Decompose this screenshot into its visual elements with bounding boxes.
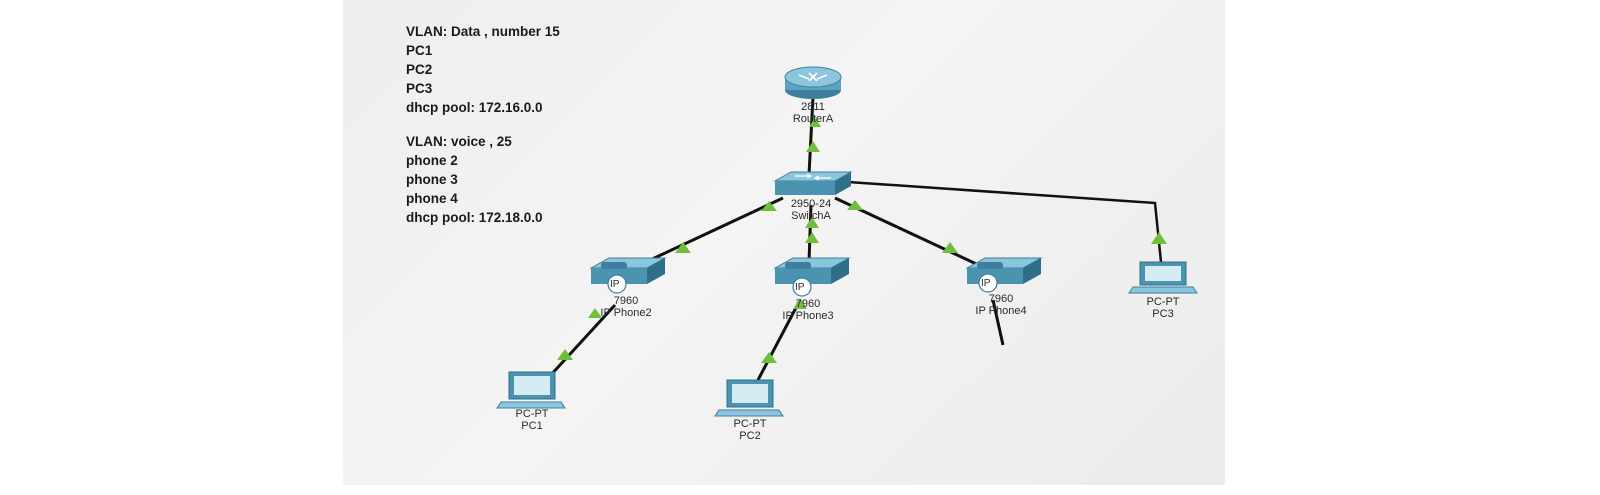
link-up-icon: [761, 201, 777, 211]
ip-phone-icon[interactable]: [589, 257, 667, 294]
link-switch-pc3[interactable]: [847, 180, 1163, 263]
pc3-name: PC3: [1152, 308, 1174, 320]
link-up-icon: [1151, 232, 1167, 244]
pc-icon[interactable]: [1128, 261, 1198, 294]
link-up-icon: [588, 308, 602, 318]
pc2-name: PC2: [739, 430, 761, 442]
router-model: 2811: [801, 101, 825, 113]
pc1-name: PC1: [521, 420, 543, 432]
link-up-icon: [793, 298, 807, 309]
voice-vlan-title: VLAN: voice , 25: [406, 134, 512, 149]
router-icon[interactable]: [784, 66, 842, 99]
phone2-name: IP Phone2: [600, 307, 652, 319]
link-up-icon: [942, 242, 958, 253]
link-up-icon: [847, 200, 863, 210]
phone4-label: 7960 IP Phone4: [961, 293, 1041, 317]
link-up-icon: [809, 117, 821, 127]
link-status-indicators: [557, 117, 1167, 363]
data-vlan-member: PC3: [406, 81, 433, 96]
router-label: 2811 RouterA: [783, 101, 843, 125]
voice-vlan-dhcp: dhcp pool: 172.18.0.0: [406, 210, 543, 225]
switch-name: SwitchA: [791, 210, 831, 222]
voice-vlan-member: phone 4: [406, 191, 458, 206]
data-vlan-member: PC1: [406, 43, 433, 58]
pc3-model: PC-PT: [1146, 296, 1180, 308]
data-vlan-title: VLAN: Data , number 15: [406, 24, 560, 39]
pc1-label: PC-PT PC1: [502, 408, 562, 432]
link-phone4-stub[interactable]: [991, 299, 1005, 346]
phone4-name: IP Phone4: [975, 305, 1027, 317]
phone3-model: 7960: [795, 298, 821, 310]
ip-badge: IP: [795, 282, 805, 293]
pc2-label: PC-PT PC2: [720, 418, 780, 442]
ip-phone-icon[interactable]: [773, 257, 851, 297]
link-up-icon: [761, 352, 777, 363]
voice-vlan-member: phone 3: [406, 172, 458, 187]
link-up-icon: [557, 349, 573, 360]
topology-workspace[interactable]: VLAN: Data , number 15 PC1 PC2 PC3 dhcp …: [343, 0, 1225, 485]
vlan-notes: VLAN: Data , number 15 PC1 PC2 PC3 dhcp …: [406, 22, 560, 227]
pc1-model: PC-PT: [515, 408, 549, 420]
router-name: RouterA: [792, 113, 834, 125]
ip-phone-icon[interactable]: [965, 257, 1043, 293]
link-router-switch[interactable]: [807, 96, 815, 176]
phone4-model: 7960: [988, 293, 1014, 305]
link-switch-phone2[interactable]: [632, 196, 784, 270]
pc3-label: PC-PT PC3: [1133, 296, 1193, 320]
pc-icon[interactable]: [496, 371, 566, 409]
ip-badge: IP: [610, 279, 620, 290]
links: [547, 96, 1163, 381]
phone2-label: 7960 IP Phone2: [591, 295, 661, 319]
network-diagram: [496, 66, 1198, 417]
link-up-icon: [805, 217, 819, 228]
data-vlan-dhcp: dhcp pool: 172.16.0.0: [406, 100, 543, 115]
link-switch-phone3[interactable]: [807, 204, 813, 263]
phone2-model: 7960: [613, 295, 639, 307]
ip-badge: IP: [981, 278, 991, 289]
switch-icon[interactable]: [773, 171, 853, 195]
switch-model: 2950-24: [790, 198, 832, 210]
link-up-icon: [806, 141, 820, 152]
link-phone3-pc2[interactable]: [756, 301, 801, 381]
voice-vlan-member: phone 2: [406, 153, 458, 168]
phone3-name: IP Phone3: [782, 310, 834, 322]
link-up-icon: [675, 242, 691, 253]
data-vlan-member: PC2: [406, 62, 433, 77]
phone3-label: 7960 IP Phone3: [773, 298, 843, 322]
link-phone2-pc1[interactable]: [547, 303, 617, 379]
pc2-model: PC-PT: [733, 418, 767, 430]
pc-icon[interactable]: [714, 379, 784, 417]
switch-label: 2950-24 SwitchA: [776, 198, 846, 222]
link-up-icon: [805, 232, 819, 243]
